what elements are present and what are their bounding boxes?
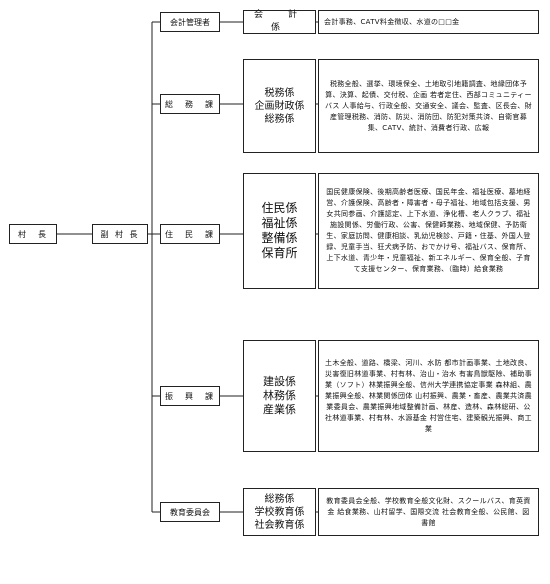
mayor-box: 村 長 — [9, 224, 57, 244]
deputy-mayor-label: 副 村 長 — [100, 229, 140, 239]
section-general-affairs: 税務係 企画財政係 総務係 — [243, 59, 316, 153]
section-general-affairs-label: 税務係 企画財政係 総務係 — [254, 87, 305, 125]
mayor-label: 村 長 — [18, 229, 48, 239]
dept-general-affairs-label: 総 務 課 — [165, 99, 215, 109]
section-promotion-label: 建設係 林務係 産業係 — [263, 375, 296, 416]
dept-accounting-label: 会計管理者 — [170, 17, 210, 27]
dept-residents: 住 民 課 — [160, 224, 220, 244]
duties-accounting: 会計事務、CATV料金徴収、水道の□□金 — [318, 10, 539, 34]
duties-general-affairs: 税務全般、選挙、環境保全、土地取引地籍調査、地縁団体予算、決算、起債、交付税、企… — [318, 59, 539, 153]
dept-accounting: 会計管理者 — [160, 12, 220, 32]
section-accounting: 会 計 係 — [243, 10, 316, 34]
duties-residents-text: 国民健康保険、後期高齢者医療、国民年金、福祉医療、墓地経営、介護保険、高齢者・障… — [326, 188, 531, 273]
duties-education-text: 教育委員会全般、学校教育全般文化財、スクールバス、育英資金 給食業務、山村留学、… — [326, 496, 531, 527]
section-promotion: 建設係 林務係 産業係 — [243, 340, 316, 452]
section-residents: 住民係 福祉係 整備係 保育所 — [243, 173, 316, 289]
section-accounting-label: 会 計 係 — [253, 10, 323, 33]
dept-general-affairs: 総 務 課 — [160, 94, 220, 114]
deputy-mayor-box: 副 村 長 — [92, 224, 148, 244]
duties-promotion-text: 土木全般、道路、橋梁、河川、水防 都市計画事業、土地改良、災害復旧林道事業、村有… — [325, 358, 532, 433]
section-education: 総務係 学校教育係 社会教育係 — [243, 488, 316, 536]
dept-promotion: 振 興 課 — [160, 386, 220, 406]
duties-accounting-text: 会計事務、CATV料金徴収、水道の□□金 — [324, 17, 460, 26]
dept-promotion-label: 振 興 課 — [165, 391, 215, 401]
section-residents-label: 住民係 福祉係 整備係 保育所 — [261, 201, 298, 260]
dept-residents-label: 住 民 課 — [165, 229, 215, 239]
duties-education: 教育委員会全般、学校教育全般文化財、スクールバス、育英資金 給食業務、山村留学、… — [318, 488, 539, 536]
dept-education-board-label: 教育委員会 — [170, 507, 210, 517]
duties-promotion: 土木全般、道路、橋梁、河川、水防 都市計画事業、土地改良、災害復旧林道事業、村有… — [318, 340, 539, 452]
section-education-label: 総務係 学校教育係 社会教育係 — [254, 493, 305, 531]
duties-general-affairs-text: 税務全般、選挙、環境保全、土地取引地籍調査、地縁団体予算、決算、起債、交付税、企… — [325, 79, 532, 132]
dept-education-board: 教育委員会 — [160, 502, 220, 522]
duties-residents: 国民健康保険、後期高齢者医療、国民年金、福祉医療、墓地経営、介護保険、高齢者・障… — [318, 173, 539, 289]
